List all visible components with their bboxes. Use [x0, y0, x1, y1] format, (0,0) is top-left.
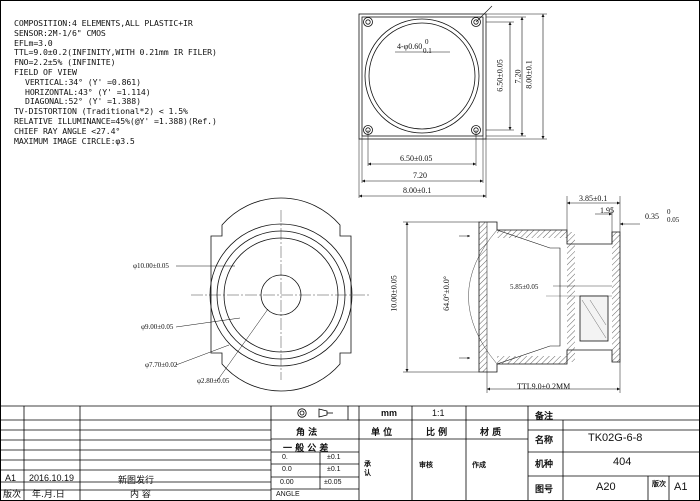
- dim-mid-horizontal: 7.20: [413, 171, 427, 180]
- dim-top-a: 3.85±0.1: [579, 194, 608, 203]
- spec-list: COMPOSITION:4 ELEMENTS,ALL PLASTIC+IR SE…: [14, 18, 217, 146]
- dia-outer-label: φ10.00±0.05: [133, 262, 169, 270]
- dia-inner-label: φ7.70±0.02: [145, 361, 178, 369]
- spec-chief-ray-angle: CHIEF RAY ANGLE <27.4°: [14, 125, 121, 136]
- model-value: 404: [613, 456, 632, 468]
- rev-col-version: 版次: [3, 490, 22, 500]
- dim-ttl: TTL9.0±0.2MM: [517, 382, 571, 391]
- tol-row3-right: ±0.05: [324, 479, 342, 486]
- remark-label: 备注: [535, 412, 554, 422]
- tol-row3-left: 0.00: [280, 479, 294, 486]
- dim-mid-vertical: 7.20: [513, 69, 523, 84]
- dim-top-c: 0.35: [645, 212, 659, 221]
- tol-row1-right: ±0.1: [327, 454, 341, 461]
- scale-value: 1:1: [432, 408, 445, 418]
- tol-row1-left: 0.: [282, 454, 288, 461]
- review-label: 审核: [419, 461, 433, 469]
- general-tolerance-label: 一 般 公 差: [283, 444, 329, 454]
- version-label: 版次: [652, 480, 666, 488]
- drawing-no-label: 图号: [535, 485, 554, 495]
- title-block-grid: [0, 405, 700, 501]
- top-view: [358, 5, 547, 198]
- dim-top-c-lower: 0.05: [667, 216, 680, 224]
- spec-fov-horizontal: HORIZONTAL:43° (Y' =1.114): [25, 86, 151, 97]
- approve-label: 承认: [364, 460, 371, 477]
- hole-callout: 4-φ0.60: [397, 42, 423, 51]
- angle-method-label: 角 法: [296, 428, 318, 438]
- dim-outer-horizontal: 8.00±0.1: [403, 186, 432, 195]
- dim-inner-horizontal: 6.50±0.05: [400, 154, 433, 163]
- tol-row2-left: 0.0: [282, 466, 292, 473]
- name-label: 名称: [535, 436, 554, 446]
- name-value: TK02G-6-8: [588, 432, 643, 444]
- scale-label: 比 例: [426, 428, 448, 438]
- model-label: 机种: [535, 460, 554, 470]
- dim-top-c-upper: 0: [667, 208, 671, 216]
- hole-tol-lower: 0.1: [423, 47, 432, 55]
- spec-fov-diagonal: DIAGONAL:52° (Y' =1.388): [25, 96, 141, 107]
- dia-mid-label: φ9.00±0.05: [141, 323, 174, 331]
- spec-composition: COMPOSITION:4 ELEMENTS,ALL PLASTIC+IR: [14, 18, 193, 28]
- material-label: 材 质: [480, 428, 502, 438]
- dim-inner-width: 5.85±0.05: [510, 283, 539, 291]
- unit-label: 单 位: [371, 428, 393, 438]
- version-value: A1: [674, 481, 688, 493]
- dim-height: 10.00±0.05: [389, 275, 399, 312]
- dim-inner-vertical: 6.50±0.05: [495, 59, 505, 92]
- drawing-no-value: A20: [596, 481, 616, 493]
- rev-col-date: 年.月.日: [32, 490, 65, 500]
- spec-ttl: TTL=9.0±0.2(INFINITY,WITH 0.21mm IR FILE…: [14, 47, 217, 58]
- hole-tol-upper: 0: [425, 38, 429, 46]
- rev-content: 新图发行: [118, 476, 155, 486]
- spec-fov-title: FIELD OF VIEW: [14, 66, 77, 77]
- rev-version: A1: [5, 473, 17, 483]
- dim-top-b: 1.95: [600, 206, 614, 215]
- spec-fov-vertical: VERTICAL:34° (Y' =0.861): [25, 76, 141, 87]
- spec-relative-illuminance: RELATIVE ILLUMINANCE=45%(@Y' =1.388)(Ref…: [14, 115, 217, 126]
- dia-aperture-label: φ2.80±0.05: [197, 377, 230, 385]
- unit-value: mm: [381, 408, 398, 418]
- spec-max-image-circle: MAXIMUM IMAGE CIRCLE:φ3.5: [14, 135, 135, 146]
- rev-col-content: 内 容: [130, 490, 151, 500]
- spec-efl: EFLm=3.0: [14, 37, 53, 48]
- spec-fno: FNO=2.2±5% (INFINITE): [14, 57, 116, 68]
- tol-row2-right: ±0.1: [327, 466, 341, 473]
- rev-date: 2016.10.19: [29, 473, 75, 483]
- side-section-view: [403, 196, 640, 393]
- dim-angle: 64.0°±0.0°: [441, 276, 451, 311]
- author-label: 作成: [472, 461, 486, 469]
- front-view: [175, 197, 371, 392]
- spec-sensor: SENSOR:2M-1/6" CMOS: [14, 27, 106, 38]
- dim-outer-vertical: 8.00±0.1: [524, 60, 534, 89]
- spec-tv-distortion: TV-DISTORTION (Traditional*2) < 1.5%: [14, 106, 188, 117]
- angle-label: ANGLE: [276, 491, 300, 498]
